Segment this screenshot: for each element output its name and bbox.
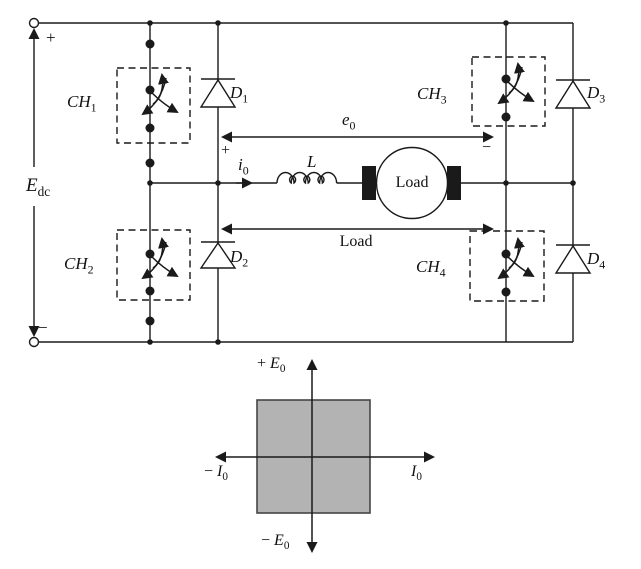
diode-label-d2: D2 <box>230 247 249 270</box>
chopper-box-ch4 <box>469 230 545 302</box>
diode-label-d4: D4 <box>587 249 606 272</box>
diode-icon-d1 <box>199 78 237 108</box>
motor-circle <box>375 146 449 220</box>
chopper-label-ch2: CH2 <box>64 254 94 277</box>
chopper-switch-icon-ch2 <box>141 237 179 280</box>
chopper-box-ch1 <box>116 67 191 144</box>
source-positive-sign: + <box>46 28 56 47</box>
terminal-positive-icon <box>28 17 40 29</box>
junction-dots <box>147 20 576 345</box>
chopper-label-ch4: CH4 <box>416 257 446 280</box>
diode-icon-d4 <box>554 244 592 274</box>
chopper-switch-icon-ch4 <box>497 237 535 280</box>
diode-icon-d3 <box>554 79 592 109</box>
output-voltage-minus-sign: − <box>482 139 492 156</box>
motor-brush-left <box>362 166 376 200</box>
chopper-box-ch3 <box>471 56 546 127</box>
motor-brush-right <box>447 166 461 200</box>
quadrant-label-i0: I0 <box>411 463 422 484</box>
diode-label-d1: D1 <box>230 83 249 106</box>
quadrant-label-minus-e0: − E0 <box>261 532 290 553</box>
chopper-label-ch3: CH3 <box>417 84 447 107</box>
inductor-icon <box>276 171 338 185</box>
terminal-negative-icon <box>28 336 40 348</box>
chopper-switch-icon-ch3 <box>497 62 535 105</box>
quadrant-label-plus-e0: + E0 <box>257 355 286 376</box>
output-voltage-plus-sign: + <box>221 142 231 159</box>
chopper-label-ch1: CH1 <box>67 92 97 115</box>
source-negative-sign: − <box>38 318 48 337</box>
quadrant-label-minus-i0: − I0 <box>204 463 228 484</box>
motor-load-label: Load <box>395 174 429 191</box>
quadrant-chart <box>215 359 435 553</box>
diode-label-d3: D3 <box>587 83 606 106</box>
chopper-switch-icon-ch1 <box>141 73 179 116</box>
inductor-label: L <box>307 152 317 171</box>
source-voltage-label: Edc <box>26 175 51 199</box>
motor-load-icon <box>362 146 461 220</box>
switch-contact-dots <box>145 39 511 326</box>
chopper-box-ch2 <box>116 229 191 301</box>
output-voltage-label: e0 <box>342 110 356 133</box>
output-current-label: i0 <box>238 155 249 178</box>
load-span-label: Load <box>339 233 373 250</box>
diode-icon-d2 <box>199 241 237 269</box>
